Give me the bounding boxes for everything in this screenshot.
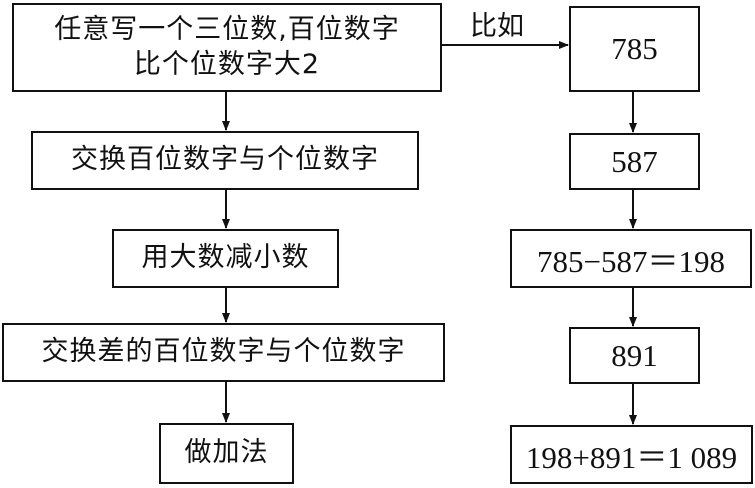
- example-2-text: 587: [611, 143, 658, 179]
- example-3-text: 785−587＝198: [537, 244, 725, 279]
- example-box-5: 198+891＝1 089: [510, 425, 753, 484]
- step-5-text: 做加法: [184, 437, 269, 469]
- connector-label: 比如: [470, 11, 524, 42]
- example-1-text: 785: [611, 31, 658, 66]
- step-1-line-2: 比个位数字大2: [133, 48, 321, 80]
- step-box-3: 用大数减小数: [112, 229, 339, 288]
- step-1-line-1: 任意写一个三位数,百位数字: [54, 13, 400, 45]
- step-box-2: 交换百位数字与个位数字: [31, 131, 419, 190]
- example-5-text: 198+891＝1 089: [525, 440, 738, 475]
- example-box-2: 587: [569, 133, 700, 190]
- example-box-1: 785: [569, 6, 700, 92]
- example-4-text: 891: [611, 337, 658, 373]
- step-2-text: 交换百位数字与个位数字: [71, 144, 379, 176]
- step-box-5: 做加法: [159, 423, 294, 484]
- step-box-4: 交换差的百位数字与个位数字: [2, 323, 445, 382]
- example-box-3: 785−587＝198: [510, 229, 752, 288]
- step-3-text: 用大数减小数: [141, 242, 310, 274]
- example-box-4: 891: [569, 327, 700, 384]
- step-box-1: 任意写一个三位数,百位数字 比个位数字大2: [12, 3, 442, 92]
- step-4-text: 交换差的百位数字与个位数字: [41, 336, 406, 368]
